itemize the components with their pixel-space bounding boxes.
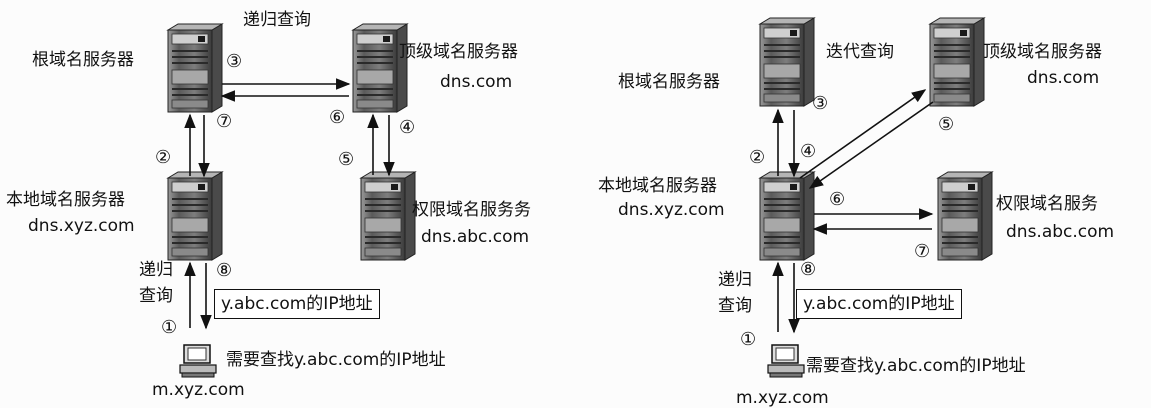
tld-server-label: 顶级域名服务器: [399, 42, 518, 62]
tld-server-domain: dns.com: [440, 72, 513, 92]
local-server-label: 本地域名服务器: [598, 176, 717, 196]
client-pc-icon: [767, 344, 805, 378]
client-request-text: 需要查找y.abc.com的IP地址: [806, 356, 1026, 376]
answer-box: y.abc.com的IP地址: [214, 289, 380, 319]
tld-server-icon: [352, 23, 408, 113]
step-3-marker: ③: [812, 93, 829, 114]
step-8-marker: ⑧: [800, 259, 817, 280]
query-type-label: 查询: [718, 296, 752, 316]
step-1-marker: ①: [740, 329, 757, 350]
step-2-marker: ②: [749, 147, 766, 168]
auth-server-domain: dns.abc.com: [1006, 222, 1115, 242]
client-pc-icon: [179, 344, 217, 378]
step-6-marker: ⑥: [829, 189, 846, 210]
local-server-label: 本地域名服务器: [6, 190, 125, 210]
auth-server-domain: dns.abc.com: [421, 227, 530, 247]
client-domain: m.xyz.com: [152, 380, 245, 400]
auth-server-label: 权限域名服务: [996, 194, 1098, 214]
auth-server-icon: [937, 171, 993, 261]
tld-server-domain: dns.com: [1027, 68, 1100, 88]
tld-server-label: 顶级域名服务器: [983, 42, 1102, 62]
step-4-marker: ④: [800, 141, 817, 162]
step-6-marker: ⑥: [329, 107, 346, 128]
local-server-icon: [759, 171, 815, 261]
root-server-label: 根域名服务器: [618, 72, 720, 92]
step-5-marker: ⑤: [338, 149, 355, 170]
root-server-icon: [167, 23, 223, 113]
recursive-query-title: 递归查询: [243, 10, 311, 30]
auth-server-label: 权限域名服务务: [412, 200, 531, 220]
query-type-label: 递归: [718, 270, 752, 290]
local-server-domain: dns.xyz.com: [618, 200, 725, 220]
step-2-marker: ②: [155, 147, 172, 168]
step-4-marker: ④: [399, 117, 416, 138]
auth-server-icon: [360, 171, 416, 261]
step-5-marker: ⑤: [938, 114, 955, 135]
step-1-marker: ①: [161, 317, 178, 338]
local-server-icon: [167, 171, 223, 261]
step-3-marker: ③: [226, 51, 243, 72]
client-request-text: 需要查找y.abc.com的IP地址: [226, 350, 446, 370]
query-type-label: 查询: [139, 286, 173, 306]
answer-box: y.abc.com的IP地址: [796, 289, 962, 319]
local-server-domain: dns.xyz.com: [28, 216, 135, 236]
client-domain: m.xyz.com: [736, 388, 829, 408]
arrow-step-5: [808, 101, 934, 189]
query-type-label: 递归: [139, 260, 173, 280]
step-7-marker: ⑦: [914, 241, 931, 262]
tld-server-icon: [929, 17, 985, 107]
root-server-label: 根域名服务器: [32, 50, 134, 70]
step-8-marker: ⑧: [216, 260, 233, 281]
step-7-marker: ⑦: [216, 111, 233, 132]
arrow-step-4: [799, 89, 927, 179]
iterative-query-title: 迭代查询: [826, 42, 894, 62]
root-server-icon: [759, 17, 815, 107]
